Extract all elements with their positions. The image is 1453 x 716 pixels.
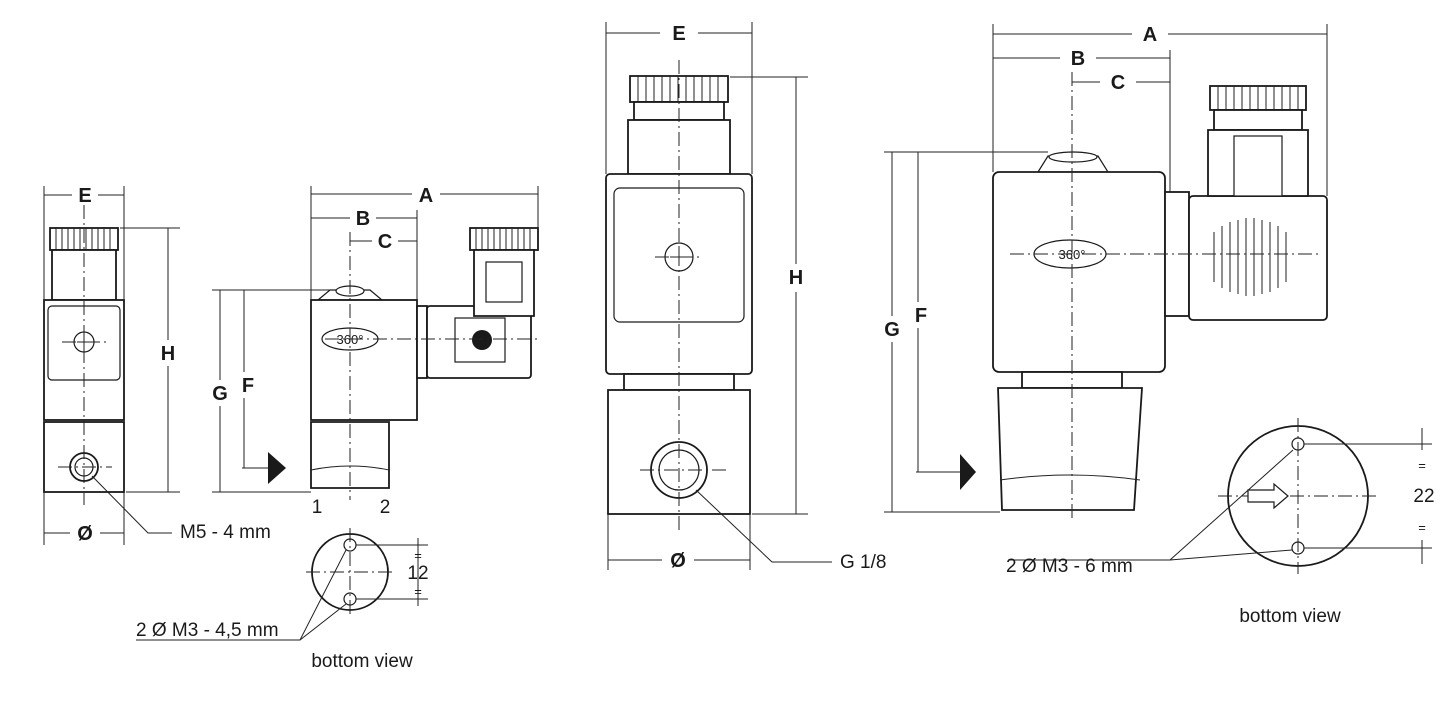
- port-label-2: 2: [380, 497, 391, 518]
- dim-diameter-symbol: Ø: [670, 550, 686, 572]
- coil-body: [992, 171, 1166, 373]
- label-port-m5: M5 - 4 mm: [180, 522, 271, 543]
- connector-housing: [1188, 195, 1328, 321]
- valve-base: [997, 387, 1143, 511]
- dim-letter-f: F: [915, 305, 927, 327]
- label-holes-small: 2 Ø M3 - 4,5 mm: [136, 620, 279, 641]
- dim-letter-e: E: [672, 23, 685, 45]
- dim-letter-f: F: [242, 375, 254, 397]
- plug-window: [485, 261, 523, 303]
- equal-mark: =: [414, 584, 422, 599]
- dim-letter-a: A: [419, 185, 433, 207]
- label-bottom-view-large: bottom view: [1239, 606, 1341, 627]
- equal-mark: =: [1418, 458, 1426, 473]
- plug-cap: [469, 227, 539, 251]
- connector-vent-grille: [1213, 218, 1287, 296]
- equal-mark: =: [414, 548, 422, 563]
- dim-letter-b: B: [356, 208, 370, 230]
- dim-letter-h: H: [161, 343, 175, 365]
- large-valve-front-view: E H Ø G 1/8: [605, 22, 886, 573]
- flow-arrow-icon: [268, 452, 286, 484]
- coil-body: [310, 299, 418, 421]
- plug-body: [51, 249, 117, 301]
- spacing-12: 12: [407, 563, 428, 584]
- dim-letter-g: G: [212, 383, 228, 405]
- port-label-1: 1: [312, 497, 323, 518]
- flow-arrow-icon: [960, 454, 976, 490]
- dim-letter-g: G: [884, 319, 900, 341]
- connector-flange: [416, 305, 428, 379]
- dim-letter-b: B: [1071, 48, 1085, 70]
- dim-letter-e: E: [78, 185, 91, 207]
- large-bottom-view: = 22 = 2 Ø M3 - 6 mm bottom view: [1006, 418, 1435, 627]
- plug-window: [1233, 135, 1283, 197]
- large-valve-side-view: 360°: [884, 24, 1328, 520]
- equal-mark: =: [1418, 520, 1426, 535]
- small-valve-front-view: E H Ø M5 - 4 mm: [43, 185, 271, 545]
- flow-direction-arrow-icon: [1247, 482, 1289, 510]
- dim-letter-c: C: [1111, 72, 1125, 94]
- label-holes-large: 2 Ø M3 - 6 mm: [1006, 556, 1133, 577]
- dim-letter-a: A: [1143, 24, 1157, 46]
- connector-pin-icon: [472, 330, 492, 350]
- small-bottom-view: = 12 = 2 Ø M3 - 4,5 mm bottom view: [136, 528, 429, 672]
- dim-letter-c: C: [378, 231, 392, 253]
- label-bottom-view-small: bottom view: [311, 651, 413, 672]
- small-valve-side-view: 360° A B: [212, 185, 540, 518]
- label-port-g18: G 1/8: [840, 552, 886, 573]
- dim-letter-h: H: [789, 267, 803, 289]
- dim-diameter-symbol: Ø: [77, 523, 93, 545]
- spacing-22: 22: [1413, 486, 1434, 507]
